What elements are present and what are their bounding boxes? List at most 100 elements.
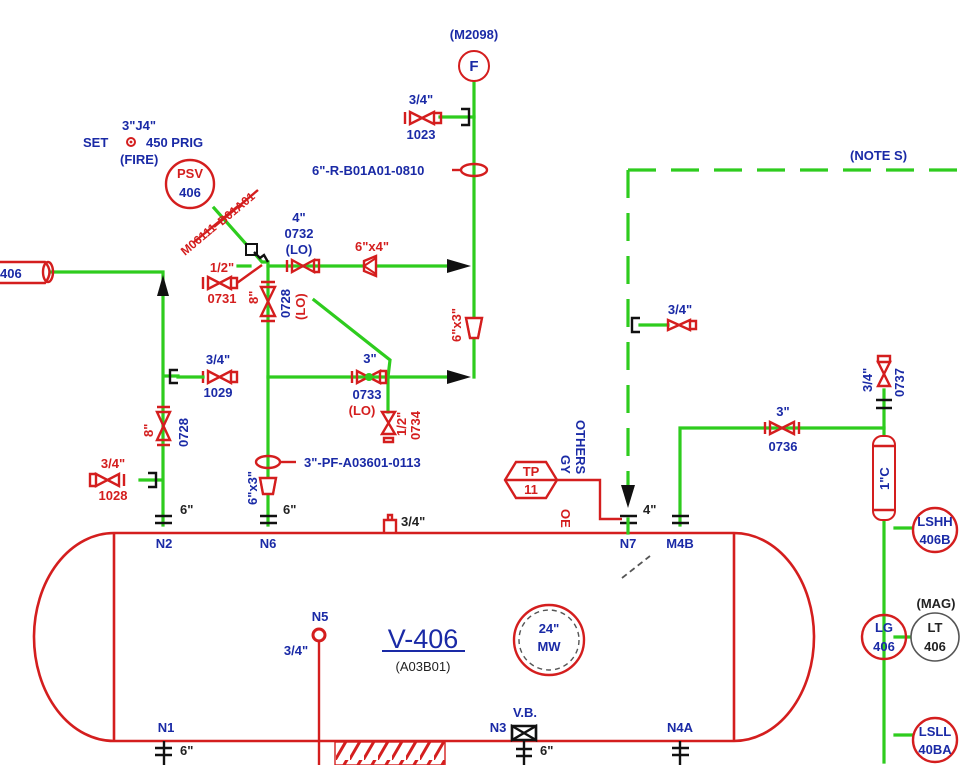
vessel-v406[interactable]: V-406 (A03B01)	[32, 531, 816, 743]
tp-number: 11	[524, 482, 538, 497]
flow-arrows	[157, 259, 635, 508]
nozzle-n3[interactable]: V.B. N3 6"	[490, 705, 554, 765]
tp-11[interactable]: TP 11 OE GY OTHERS	[503, 420, 622, 528]
psv-set-value: 450 PRIG	[146, 135, 203, 150]
valve-0728-upper[interactable]: 8" 0728 (LO)	[246, 280, 308, 323]
nozzle-n7[interactable]: N7 4"	[620, 502, 657, 551]
valve-0733-state: (LO)	[349, 403, 376, 418]
nozzle-top-small[interactable]: 3/4"	[382, 513, 425, 533]
valve-0733[interactable]: 3" 0733 (LO)	[349, 351, 388, 418]
m4b-name: M4B	[666, 536, 693, 551]
valve-1029-tag: 1029	[204, 385, 233, 400]
valve-1029-size: 3/4"	[206, 352, 230, 367]
valve-0734-tag: 0734	[408, 410, 423, 440]
instrument-lsll[interactable]: LSLL 40BA	[911, 716, 959, 764]
valve-1029[interactable]: 3/4" 1029	[168, 352, 239, 400]
internal-pipe-dashed	[621, 555, 651, 579]
level-bridle-label: 1"C	[877, 467, 892, 490]
tp-label-others: OTHERS	[573, 420, 588, 475]
valve-0728-upper-tag: 0728	[278, 289, 293, 318]
instrument-lg[interactable]: LG 406	[860, 613, 908, 661]
reducer-n6-label: 6"x3"	[245, 471, 260, 505]
valve-0731-size: 1/2"	[210, 260, 234, 275]
nozzle-m4b[interactable]: M4B	[666, 514, 694, 551]
valve-1028[interactable]: 3/4" 1028	[88, 456, 158, 503]
valve-0736-tag: 0736	[769, 439, 798, 454]
reducer-6x4-label: 6"x4"	[355, 239, 389, 254]
lg-name: LG	[875, 620, 893, 635]
n5-name: N5	[312, 609, 329, 624]
note-label: (NOTE S)	[850, 148, 907, 163]
inlet-pipe-end: 406	[0, 260, 55, 285]
n1-size: 6"	[180, 743, 193, 758]
n2-size: 6"	[180, 502, 193, 517]
valve-1028-size: 3/4"	[101, 456, 125, 471]
valve-0737[interactable]: 3/4" 0737	[860, 354, 907, 410]
psv-label-a: M06111	[178, 220, 219, 258]
valve-0731[interactable]: 1/2" 0731	[201, 260, 263, 306]
psv-outlet-line	[253, 251, 270, 263]
n7-size: 4"	[643, 502, 656, 517]
valve-1023-tag: 1023	[407, 127, 436, 142]
support-hatch	[334, 741, 446, 765]
valve-0728-lower[interactable]: 8" 0728	[141, 405, 191, 447]
psv-406[interactable]: PSV 406	[164, 158, 216, 210]
psv-set-condition: (FIRE)	[120, 152, 158, 167]
flow-element: F (M2098)	[450, 27, 498, 82]
valve-0732-tag: 0732	[285, 226, 314, 241]
n6-size: 6"	[283, 502, 296, 517]
psv-outlet-box	[245, 243, 258, 256]
lsll-number: 40BA	[918, 742, 952, 757]
top-small-size: 3/4"	[401, 514, 425, 529]
nozzle-n1[interactable]: N1 6"	[155, 720, 193, 765]
line-0113: 3"-PF-A03601-0113	[254, 454, 421, 470]
tp-name: TP	[523, 464, 540, 479]
instrument-lshh[interactable]: LSHH 406B	[911, 506, 959, 554]
valve-0732-state: (LO)	[286, 242, 313, 257]
psv-name: PSV	[177, 166, 203, 181]
manway-label: MW	[537, 639, 561, 654]
tp-label-gy: GY	[558, 455, 573, 474]
valve-0737-tag: 0737	[892, 368, 907, 397]
vessel-tag: V-406	[388, 624, 459, 654]
valve-0736[interactable]: 3" 0736	[763, 404, 801, 454]
valve-1028-tag: 1028	[99, 488, 128, 503]
valve-0731-tag: 0731	[208, 291, 237, 306]
valve-0728-lower-size: 8"	[141, 424, 156, 437]
reducer-riser-label: 6"x3"	[449, 308, 464, 342]
n3-name: N3	[490, 720, 507, 735]
psv-set-label: SET	[83, 135, 108, 150]
valve-dashed-branch[interactable]: 3/4"	[630, 302, 698, 334]
valve-0734[interactable]: 1/2" 0734	[379, 410, 423, 444]
lshh-number: 406B	[919, 532, 950, 547]
lg-number: 406	[873, 639, 895, 654]
valve-1023[interactable]: 3/4" 1023	[403, 92, 471, 142]
n3-size: 6"	[540, 743, 553, 758]
valve-dashed-size: 3/4"	[668, 302, 692, 317]
reducer-riser: 6"x3"	[449, 308, 484, 342]
reducer-n6: 6"x3"	[245, 471, 278, 505]
nozzle-n4a[interactable]: N4A	[667, 720, 694, 765]
instrument-lt[interactable]: (MAG) LT 406	[910, 596, 960, 662]
valve-0732[interactable]: 4" 0732 (LO)	[285, 210, 321, 275]
valve-0728-upper-state: (LO)	[293, 293, 308, 320]
nozzle-n5[interactable]: N5 3/4"	[284, 609, 328, 765]
n4a-name: N4A	[667, 720, 694, 735]
n2-name: N2	[156, 536, 173, 551]
n6-name: N6	[260, 536, 277, 551]
manway-24[interactable]: 24" MW	[512, 603, 586, 677]
valve-0728-upper-size: 8"	[246, 291, 261, 304]
valve-0733-size: 3"	[363, 351, 376, 366]
nozzle-n2[interactable]: N2 6"	[155, 502, 193, 551]
line-0113-label: 3"-PF-A03601-0113	[304, 455, 421, 470]
lt-number: 406	[924, 639, 946, 654]
flow-element-symbol: F	[469, 58, 478, 75]
valve-0733-tag: 0733	[353, 387, 382, 402]
valve-0732-size: 4"	[292, 210, 305, 225]
valve-1023-size: 3/4"	[409, 92, 433, 107]
lt-tag: (MAG)	[917, 596, 956, 611]
tp-label-oe: OE	[558, 509, 573, 528]
nozzle-n6[interactable]: N6 6"	[260, 502, 297, 551]
reducer-6x4: 6"x4"	[355, 239, 389, 278]
